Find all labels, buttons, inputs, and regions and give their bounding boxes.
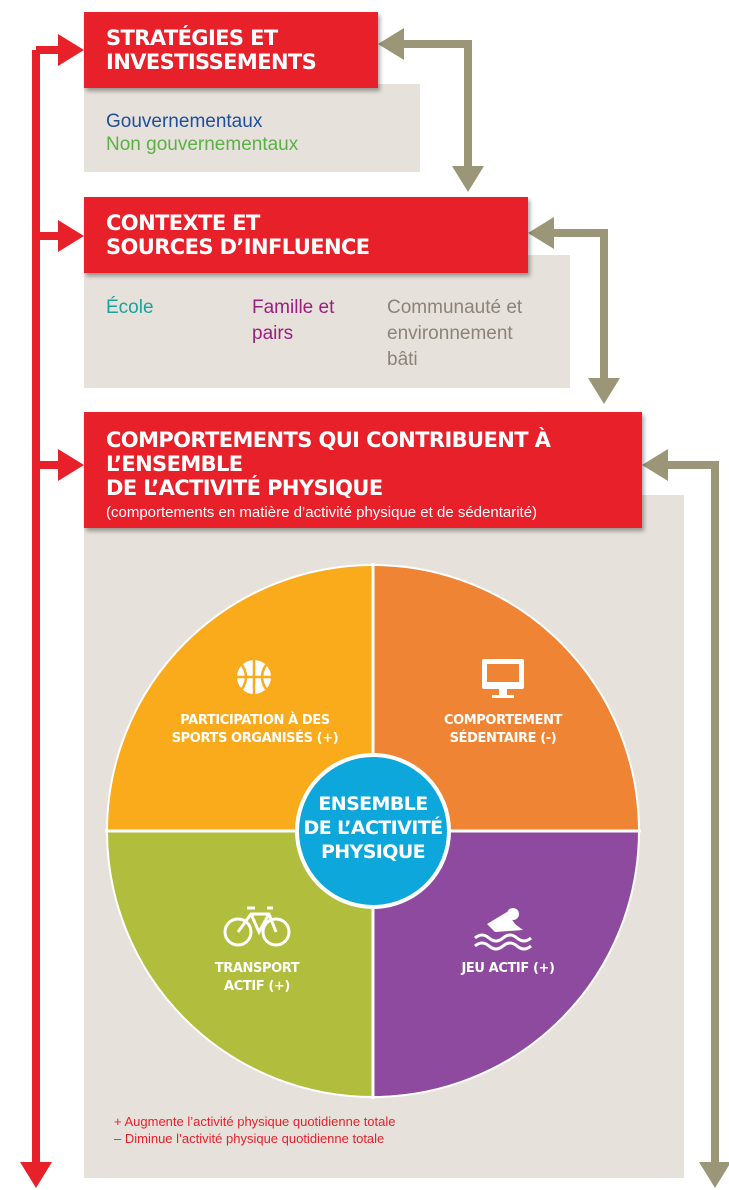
quadrant-label-sedentary-line1: COMPORTEMENT [444,713,563,728]
behaviours-title-line1: COMPORTEMENTS QUI CONTRIBUENT À L’ENSEMB… [106,428,551,476]
quadrant-sports [107,565,373,831]
community-label-line2: environnement [387,323,513,344]
behaviours-title-line2: DE L’ACTIVITÉ PHYSIQUE [106,476,383,500]
community-label: Communauté et environnement bâti [387,295,522,373]
quadrant-label-sports-line2: SPORTS ORGANISÉS (+) [172,730,339,746]
non-governmental-label: Non gouvernementaux [106,134,299,155]
context-title-line2: SOURCES D’INFLUENCE [106,235,370,259]
quadrant-label-transport-line1: TRANSPORT [215,961,300,976]
swimmer-icon [474,908,532,951]
bicycle-icon [223,906,291,947]
family-label: Famille et pairs [252,295,334,347]
strategies-title-line2: INVESTISSEMENTS [106,50,317,74]
activity-circle [105,563,641,1099]
school-label: École [106,297,154,318]
context-panel [84,255,570,388]
family-label-line2: pairs [252,323,294,344]
quadrant-label-play-line1: JEU ACTIF (+) [460,961,554,976]
quadrant-transport [107,831,373,1097]
center-label-line1: ENSEMBLE [318,793,427,815]
community-label-line3: bâti [387,349,418,370]
olive-bidirectional-arrows [378,28,729,1188]
center-label-line3: PHYSIQUE [321,841,425,863]
legend-increase: + Augmente l’activité physique quotidien… [114,1114,396,1129]
quadrant-label-transport-line2: ACTIF (+) [224,979,290,994]
red-feedback-arrows [20,34,84,1188]
center-label-line2: DE L’ACTIVITÉ [304,816,443,839]
family-label-line1: Famille et [252,297,335,318]
governmental-label: Gouvernementaux [106,111,263,132]
strategies-banner: STRATÉGIES ET INVESTISSEMENTS [84,12,378,88]
behaviours-subtitle: (comportements en matière d’activité phy… [106,504,538,521]
quadrant-play [373,831,639,1097]
legend-decrease: – Diminue l’activité physique quotidienn… [114,1131,384,1146]
basketball-icon [237,660,271,694]
strategies-title-line1: STRATÉGIES ET [106,26,278,50]
context-banner: CONTEXTE ET SOURCES D’INFLUENCE [84,197,528,273]
behaviours-banner: COMPORTEMENTS QUI CONTRIBUENT À L’ENSEMB… [84,412,642,528]
community-label-line1: Communauté et [387,297,523,318]
quadrant-label-sports-line1: PARTICIPATION À DES [180,712,330,728]
center-circle [295,753,451,909]
quadrant-label-sedentary-line2: SÉDENTAIRE (-) [450,730,557,746]
monitor-icon [482,659,524,698]
strategies-panel [84,84,420,172]
context-title-line1: CONTEXTE ET [106,211,260,235]
